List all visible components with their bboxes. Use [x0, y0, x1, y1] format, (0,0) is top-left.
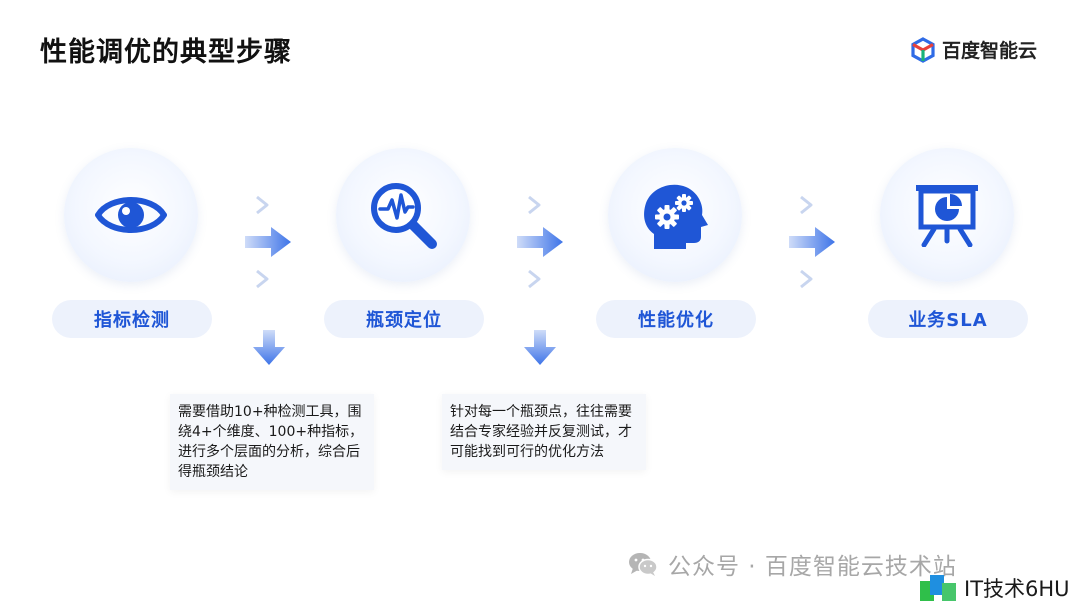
step-label-2: 瓶颈定位 [324, 300, 484, 338]
flow-arrows-3 [789, 188, 839, 298]
chevron-right-icon [800, 195, 813, 215]
step-label-1: 指标检测 [52, 300, 212, 338]
arrow-right-icon [245, 227, 291, 257]
magnifier-waveform-icon [363, 175, 443, 255]
brand-cube-icon [911, 36, 935, 63]
head-gears-icon [635, 175, 715, 255]
step-label-4: 业务SLA [868, 300, 1028, 338]
site-logo-icon [920, 575, 956, 601]
step-label-3: 性能优化 [596, 300, 756, 338]
site-badge-text: IT技术6HU [964, 577, 1070, 601]
arrow-right-icon [517, 227, 563, 257]
chevron-right-icon [800, 269, 813, 289]
brand-name: 百度智能云 [942, 40, 1038, 62]
step-circle-2 [336, 148, 470, 282]
page-title: 性能调优的典型步骤 [40, 37, 292, 68]
watermark-text: 公众号 · 百度智能云技术站 [668, 554, 957, 580]
chevron-right-icon [528, 195, 541, 215]
description-box-2: 针对每一个瓶颈点，往往需要结合专家经验并反复测试，才可能找到可行的优化方法 [442, 394, 646, 470]
step-circle-1 [64, 148, 198, 282]
arrow-down-icon [253, 330, 285, 365]
chevron-right-icon [256, 269, 269, 289]
wechat-watermark: 公众号 · 百度智能云技术站 [628, 547, 957, 581]
description-box-1: 需要借助10+种检测工具，围绕4+个维度、100+种指标，进行多个层面的分析，综… [170, 394, 374, 490]
step-circle-3 [608, 148, 742, 282]
arrow-right-icon [789, 227, 835, 257]
site-badge: IT技术6HU [920, 573, 1070, 603]
presentation-chart-icon [907, 175, 987, 255]
wechat-icon [629, 553, 658, 576]
flow-arrows-2 [517, 188, 567, 298]
chevron-right-icon [256, 195, 269, 215]
chevron-right-icon [528, 269, 541, 289]
arrow-down-icon [524, 330, 556, 365]
step-circle-4 [880, 148, 1014, 282]
eye-icon [91, 175, 171, 255]
flow-arrows-1 [245, 188, 295, 298]
brand-logo: 百度智能云 [910, 36, 1037, 63]
